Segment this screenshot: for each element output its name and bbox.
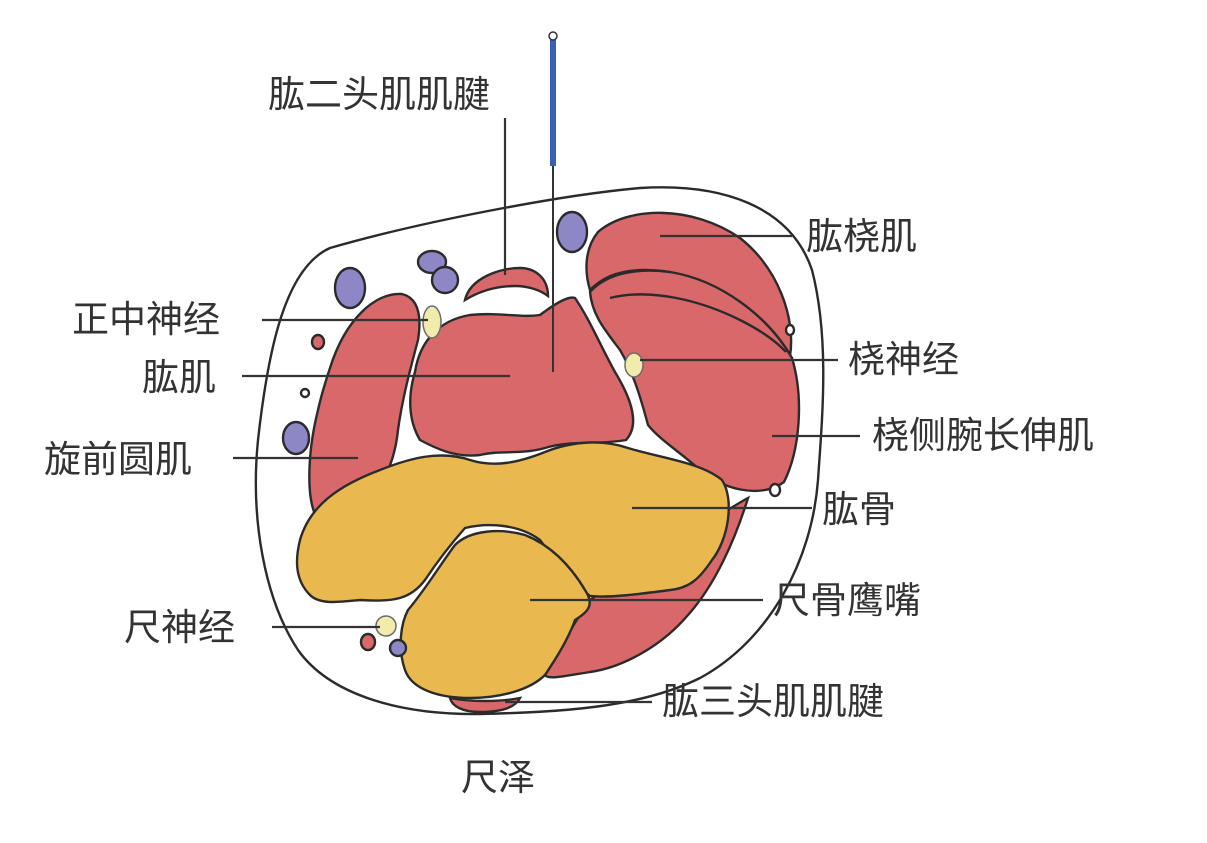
ecrl-inner-line [609,293,787,353]
label-ulnar-nerve: 尺神经 [124,606,235,649]
humerus-bone [295,441,730,604]
label-brachioradialis: 肱桡肌 [806,215,917,258]
label-olecranon: 尺骨鹰嘴 [773,579,921,622]
artery-small-2 [359,632,377,652]
pronator-teres-muscle [308,292,421,523]
label-biceps-tendon: 肱二头肌肌腱 [268,73,490,116]
small-vessel-2 [784,323,796,337]
median-nerve-shape [422,305,442,339]
biceps-tendon-shape [463,266,550,303]
needle-handle [550,40,556,166]
vein-6 [388,638,408,658]
label-pronator-teres: 旋前圆肌 [44,438,192,481]
needle-loop [548,31,558,41]
label-ecrl: 桡侧腕长伸肌 [872,414,1094,457]
vein-1 [333,266,367,310]
label-acupoint: 尺泽 [461,756,535,799]
vein-4 [555,210,589,254]
radial-nerve-shape [624,352,644,378]
label-radial-nerve: 桡神经 [848,338,959,381]
label-brachialis: 肱肌 [142,356,216,399]
vein-5 [281,420,311,456]
olecranon-bone [399,529,591,700]
label-triceps-tendon: 肱三头肌肌腱 [662,680,884,723]
small-vessel-1 [299,387,311,399]
brachialis-muscle [409,296,635,457]
triceps-tendon-shape [448,696,523,714]
artery-small-1 [310,333,326,351]
label-median-nerve: 正中神经 [72,298,220,341]
label-humerus: 肱骨 [822,488,896,531]
small-vessel-3 [768,482,782,498]
vein-3 [430,265,460,295]
